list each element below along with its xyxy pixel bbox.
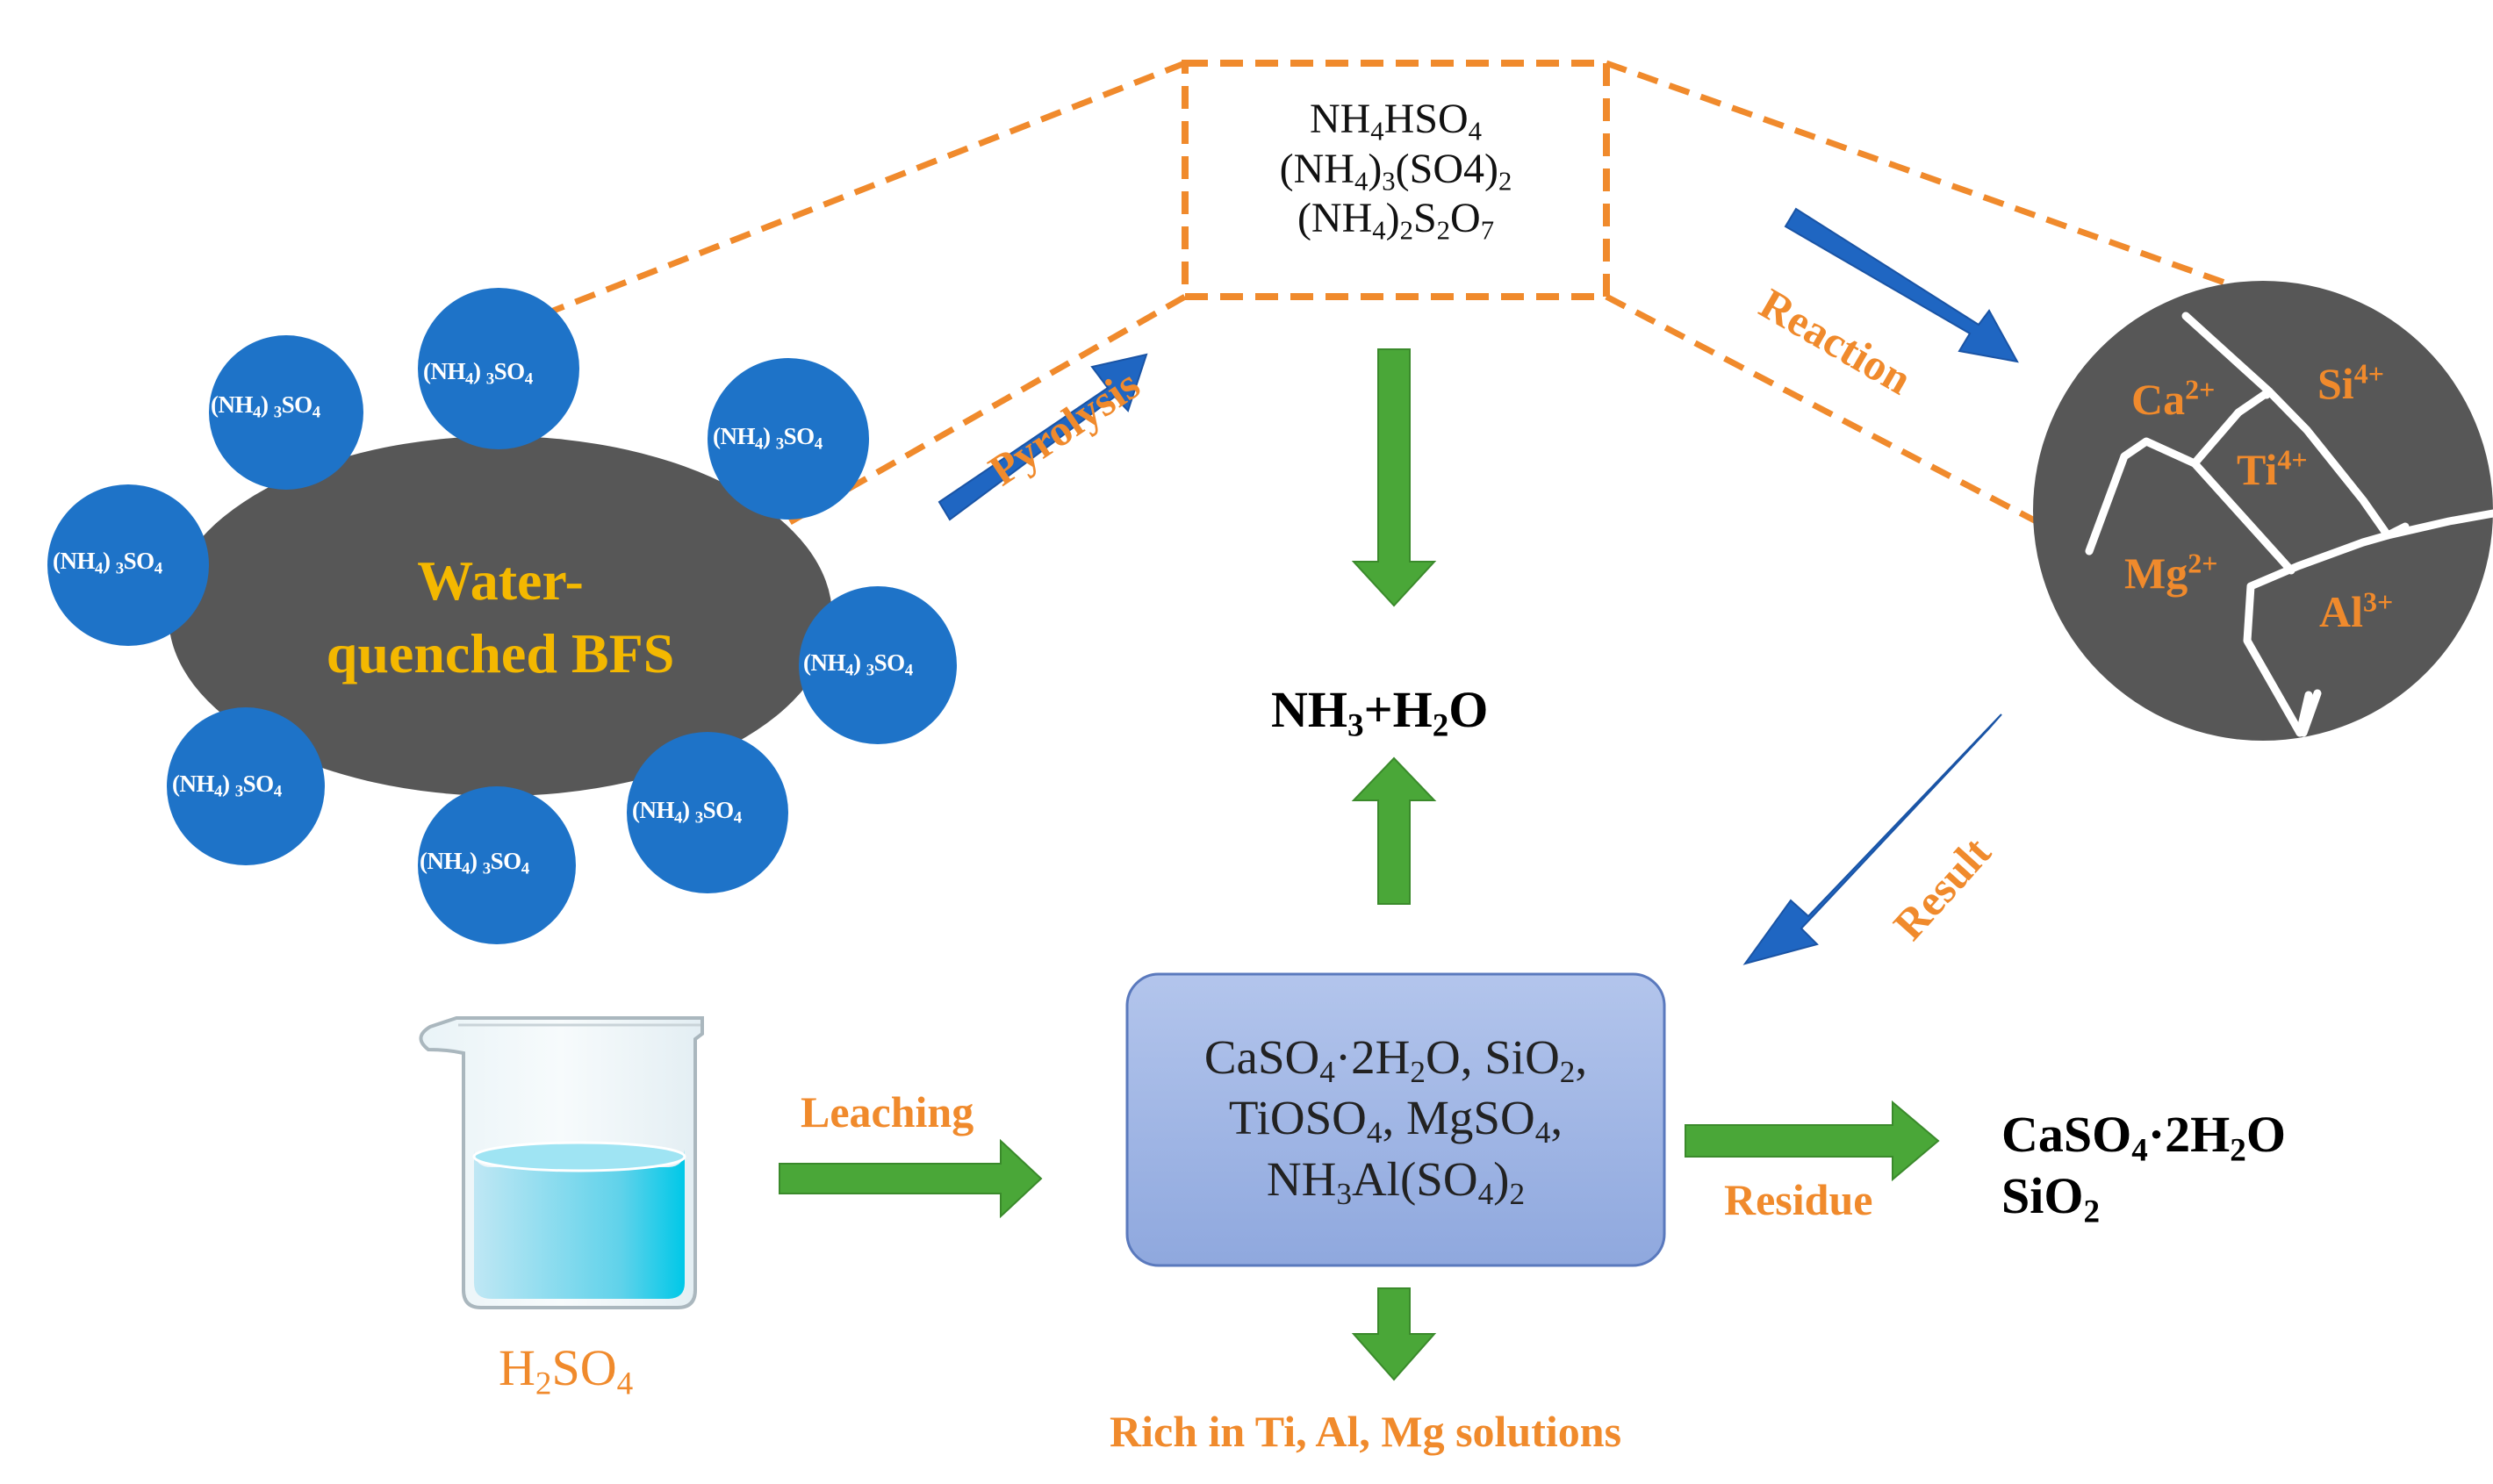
- solutions-label: Rich in Ti, Al, Mg solutions: [1110, 1407, 1622, 1456]
- slag-label-line2: quenched BFS: [326, 622, 675, 685]
- pyrolysis-products-box: [1182, 60, 1610, 300]
- residue-products: CaSO4·2H2O SiO2: [2001, 1104, 2286, 1229]
- salt-label: (NH4) 3SO4: [713, 423, 823, 454]
- salt-particle: [627, 732, 788, 893]
- salt-label: (NH4) 3SO4: [53, 548, 162, 578]
- slag-label-line1: Water-: [417, 549, 584, 612]
- slag-label: Water- quenched BFS: [281, 544, 720, 690]
- salt-label: (NH4) 3SO4: [423, 358, 533, 389]
- residue-arrow: [1685, 1100, 1940, 1182]
- salt-particle: [47, 484, 209, 646]
- product-nh4-2-s2o7: (NH4)2S2O7: [1297, 195, 1495, 246]
- residue-label: Residue: [1724, 1175, 1873, 1224]
- salt-label: (NH4) 3SO4: [172, 771, 282, 801]
- ion-ca: Ca2+: [2131, 373, 2216, 424]
- pyrolysis-products-text: NH4HSO4 (NH4)3(SO4)2 (NH4)2S2O7: [1185, 95, 1606, 244]
- grain-boundaries: [2085, 312, 2493, 737]
- residue-gypsum: CaSO4·2H2O: [2001, 1106, 2286, 1169]
- product-nh4hso4: NH4HSO4: [1309, 96, 1483, 147]
- salt-label: (NH4) 3SO4: [420, 848, 529, 878]
- slag-structure-circle: [2033, 281, 2493, 741]
- leach-product-line3: NH3Al(SO4)2: [1266, 1151, 1526, 1211]
- salt-label: (NH4) 3SO4: [803, 649, 913, 680]
- salt-label: (NH4) 3SO4: [632, 797, 742, 828]
- salt-particle: [418, 786, 576, 944]
- leaching-label: Leaching: [801, 1087, 974, 1136]
- zoom-line-top-left: [542, 60, 1187, 318]
- ion-ti: Ti4+: [2237, 443, 2308, 494]
- salt-label: (NH4) 3SO4: [211, 391, 320, 422]
- up-arrow-to-gas: [1351, 756, 1437, 905]
- gas-products: NH3+H2O: [1271, 681, 1489, 744]
- ion-si: Si4+: [2317, 357, 2384, 408]
- zoom-line-bottom-right: [1605, 293, 2109, 562]
- leach-products-text: CaSO4·2H2O, SiO2, TiOSO4, MgSO4, NH3Al(S…: [1127, 1027, 1664, 1209]
- zoom-line-bottom-left: [788, 293, 1187, 526]
- down-arrow-to-solution: [1351, 1287, 1437, 1381]
- leach-products-box: [1125, 972, 1666, 1267]
- salt-particle: [167, 707, 325, 865]
- residue-silica: SiO2: [2001, 1166, 2101, 1229]
- salt-particle: [209, 335, 363, 490]
- salt-particles: [47, 288, 957, 944]
- reaction-arrow: [1784, 207, 2019, 363]
- salt-particle: [799, 586, 957, 744]
- salt-particle: [708, 358, 869, 520]
- acid-label: H2SO4: [499, 1339, 634, 1402]
- result-arrow: [1742, 713, 2002, 965]
- pyrolysis-arrow: [938, 353, 1148, 521]
- leach-product-line2: TiOSO4, MgSO4,: [1228, 1091, 1563, 1151]
- zoom-lines: [542, 60, 2271, 562]
- beaker-icon: [419, 1016, 704, 1309]
- product-nh4-3-so4-2: (NH4)3(SO4)2: [1279, 145, 1512, 197]
- leaching-arrow: [779, 1138, 1043, 1219]
- blue-arrows: [938, 207, 2019, 965]
- ion-al: Al3+: [2319, 585, 2394, 636]
- leach-product-line1: CaSO4·2H2O, SiO2,: [1203, 1030, 1588, 1089]
- slag-particle: [169, 436, 832, 796]
- ion-mg: Mg2+: [2124, 547, 2218, 598]
- down-arrow-to-gas: [1351, 348, 1437, 607]
- zoom-line-top-right: [1605, 60, 2271, 302]
- green-arrows: [779, 348, 1940, 1381]
- salt-particle: [418, 288, 579, 449]
